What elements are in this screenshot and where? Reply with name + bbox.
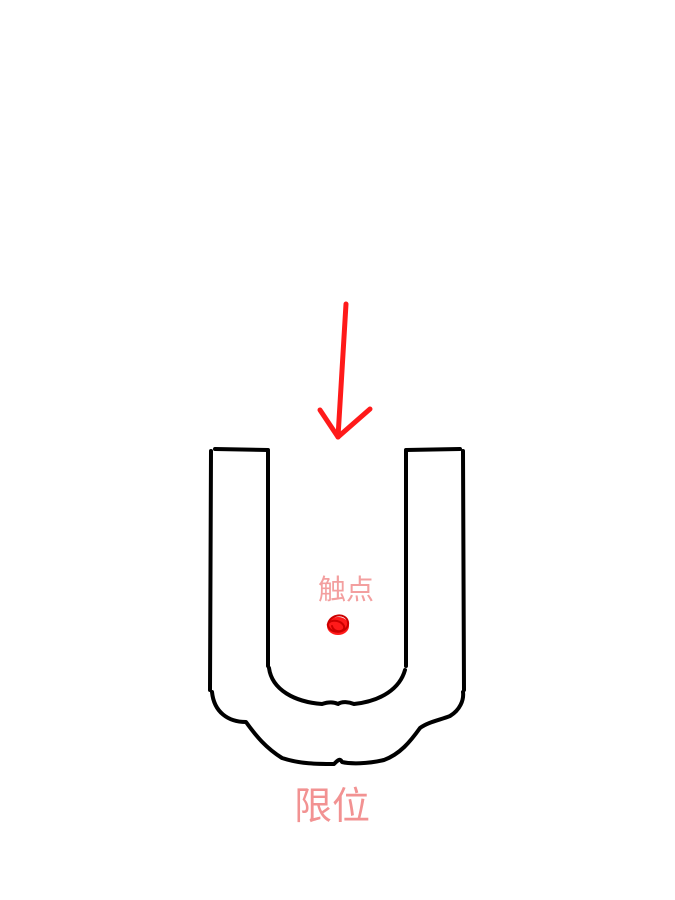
- limit-label: 限位: [294, 784, 371, 828]
- right-arm-outer-line: [461, 449, 466, 692]
- left-arm-outer-line: [208, 449, 213, 692]
- outer-u-curve: [210, 690, 466, 766]
- arrow-head: [317, 406, 373, 440]
- u-bracket: [208, 447, 466, 766]
- right-arm-top-cap: [404, 447, 462, 452]
- contact-point-marker: [326, 614, 350, 635]
- down-arrow-icon: [317, 301, 373, 440]
- left-arm-top-cap: [213, 447, 270, 452]
- inner-u-curve: [267, 666, 407, 706]
- arrow-shaft: [335, 301, 349, 440]
- contact-point-label: 触点: [318, 573, 375, 606]
